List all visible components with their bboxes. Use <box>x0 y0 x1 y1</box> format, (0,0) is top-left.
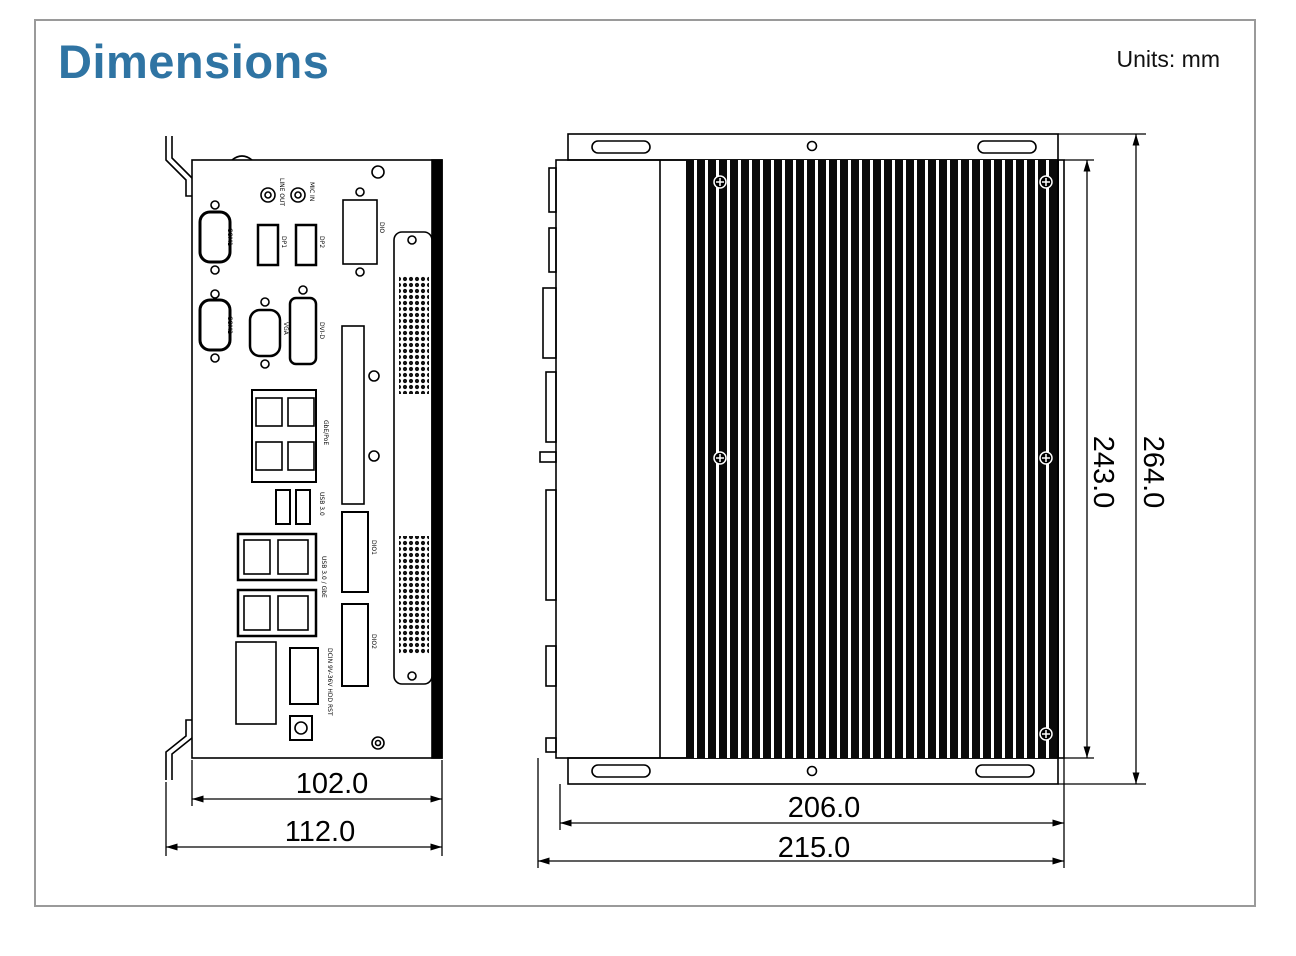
front-bracket-top <box>165 136 192 197</box>
label-power: DCIN 9V-36V HDD RST <box>326 648 333 716</box>
dim-label-112: 112.0 <box>285 816 355 848</box>
units-label: Units: mm <box>1116 46 1221 72</box>
dim-label-206: 206.0 <box>788 792 861 824</box>
label-dp1: DP1 <box>280 236 287 248</box>
label-dio2: DIO2 <box>370 634 377 649</box>
label-dp2: DP2 <box>318 236 325 248</box>
label-com2: COM2 <box>226 316 233 334</box>
heatsink-fins <box>686 160 1058 758</box>
dim-label-243: 243.0 <box>1087 436 1119 509</box>
top-flange-lower <box>567 757 1059 785</box>
top-dimensions <box>537 133 1146 868</box>
front-port-labels: MIC IN LINE OUT COM1 COM2 DP1 DP2 VGA DV… <box>226 178 385 716</box>
label-usb30: USB 3.0 <box>318 492 325 516</box>
front-view <box>165 136 443 780</box>
top-flange-upper <box>567 133 1059 161</box>
label-line-out: LINE OUT <box>278 178 285 206</box>
front-dimensions <box>165 760 443 856</box>
label-dio: DIO <box>378 222 385 233</box>
top-view <box>539 133 1065 785</box>
dim-label-102: 102.0 <box>296 768 369 800</box>
label-com1: COM1 <box>226 228 233 246</box>
figure-frame <box>34 19 1256 907</box>
label-gbe-poe: GbE/PoE <box>322 420 329 445</box>
label-dio1: DIO1 <box>370 540 377 555</box>
label-usb-gbe: USB 3.0 / GbE <box>320 556 327 598</box>
label-dvi-d: DVI-D <box>318 322 325 340</box>
page-title: Dimensions <box>58 35 330 88</box>
dim-label-264: 264.0 <box>1137 436 1169 509</box>
label-vga: VGA <box>282 322 289 336</box>
dim-label-215: 215.0 <box>778 832 851 864</box>
front-bracket-bottom <box>165 719 192 780</box>
label-mic-in: MIC IN <box>308 182 315 201</box>
heatsink-screws <box>713 175 1053 741</box>
